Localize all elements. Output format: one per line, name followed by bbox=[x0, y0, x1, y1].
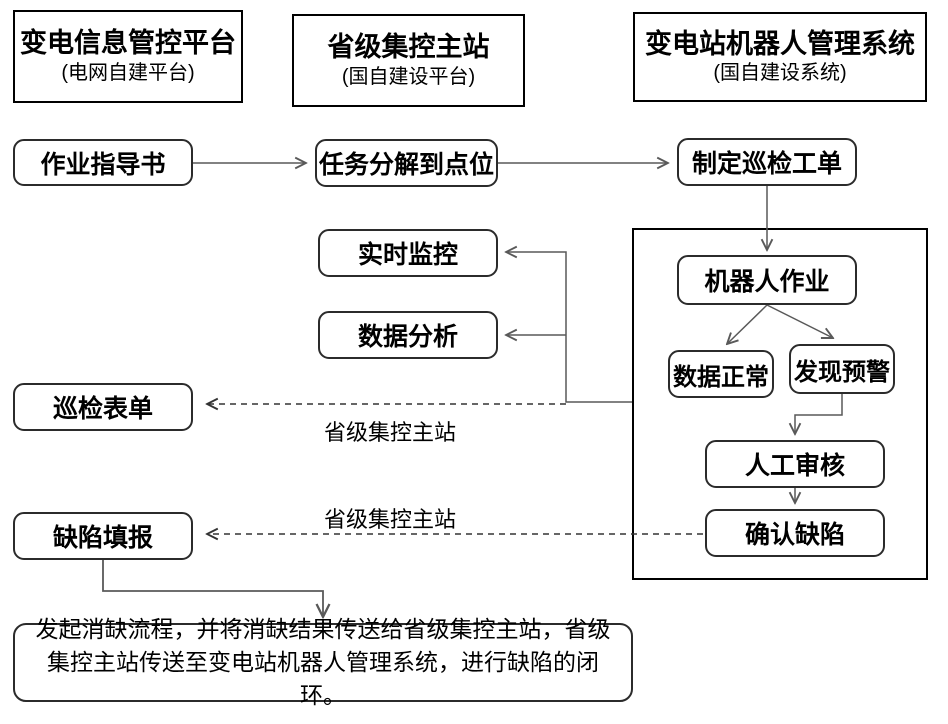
header-title: 变电信息管控平台 bbox=[20, 28, 236, 59]
node-manual-review: 人工审核 bbox=[705, 440, 885, 488]
edge-report-to-note bbox=[102, 560, 323, 617]
node-alarm-found: 发现预警 bbox=[789, 344, 895, 394]
node-create-inspection-order: 制定巡检工单 bbox=[677, 138, 857, 186]
edge-robot-to-alarm bbox=[766, 304, 833, 338]
node-data-analysis: 数据分析 bbox=[318, 311, 498, 359]
header-subtitle: (电网自建平台) bbox=[61, 61, 195, 84]
node-confirm-defect: 确认缺陷 bbox=[705, 509, 885, 557]
header-substation-info-platform: 变电信息管控平台 (电网自建平台) bbox=[13, 10, 243, 103]
edge-label-provincial-station-2: 省级集控主站 bbox=[323, 507, 456, 532]
node-work-guide: 作业指导书 bbox=[13, 139, 193, 186]
header-subtitle: (国自建设平台) bbox=[341, 65, 476, 88]
node-inspection-form: 巡检表单 bbox=[13, 383, 193, 431]
header-robot-management-system: 变电站机器人管理系统 (国自建设系统) bbox=[633, 12, 927, 102]
node-realtime-monitor: 实时监控 bbox=[318, 229, 498, 277]
node-robot-work: 机器人作业 bbox=[677, 255, 857, 305]
edge-label-provincial-station-1: 省级集控主站 bbox=[323, 420, 456, 445]
edge-alarm-to-review bbox=[795, 394, 843, 434]
node-data-normal: 数据正常 bbox=[668, 350, 774, 398]
robot-system-container bbox=[632, 228, 928, 580]
edge-robot-to-normal bbox=[727, 304, 768, 344]
node-task-decompose: 任务分解到点位 bbox=[315, 139, 498, 187]
header-subtitle: (国自建设系统) bbox=[713, 62, 847, 85]
edge-system-to-monitor bbox=[506, 252, 632, 403]
bottom-note-box: 发起消缺流程，并将消缺结果传送给省级集控主站，省级集控主站传送至变电站机器人管理… bbox=[13, 616, 633, 708]
bottom-note-text: 发起消缺流程，并将消缺结果传送给省级集控主站，省级集控主站传送至变电站机器人管理… bbox=[35, 616, 611, 708]
node-defect-report: 缺陷填报 bbox=[13, 512, 193, 560]
header-provincial-master-station: 省级集控主站 (国自建设平台) bbox=[292, 14, 525, 107]
header-title: 变电站机器人管理系统 bbox=[645, 28, 915, 59]
header-title: 省级集控主站 bbox=[327, 32, 490, 63]
